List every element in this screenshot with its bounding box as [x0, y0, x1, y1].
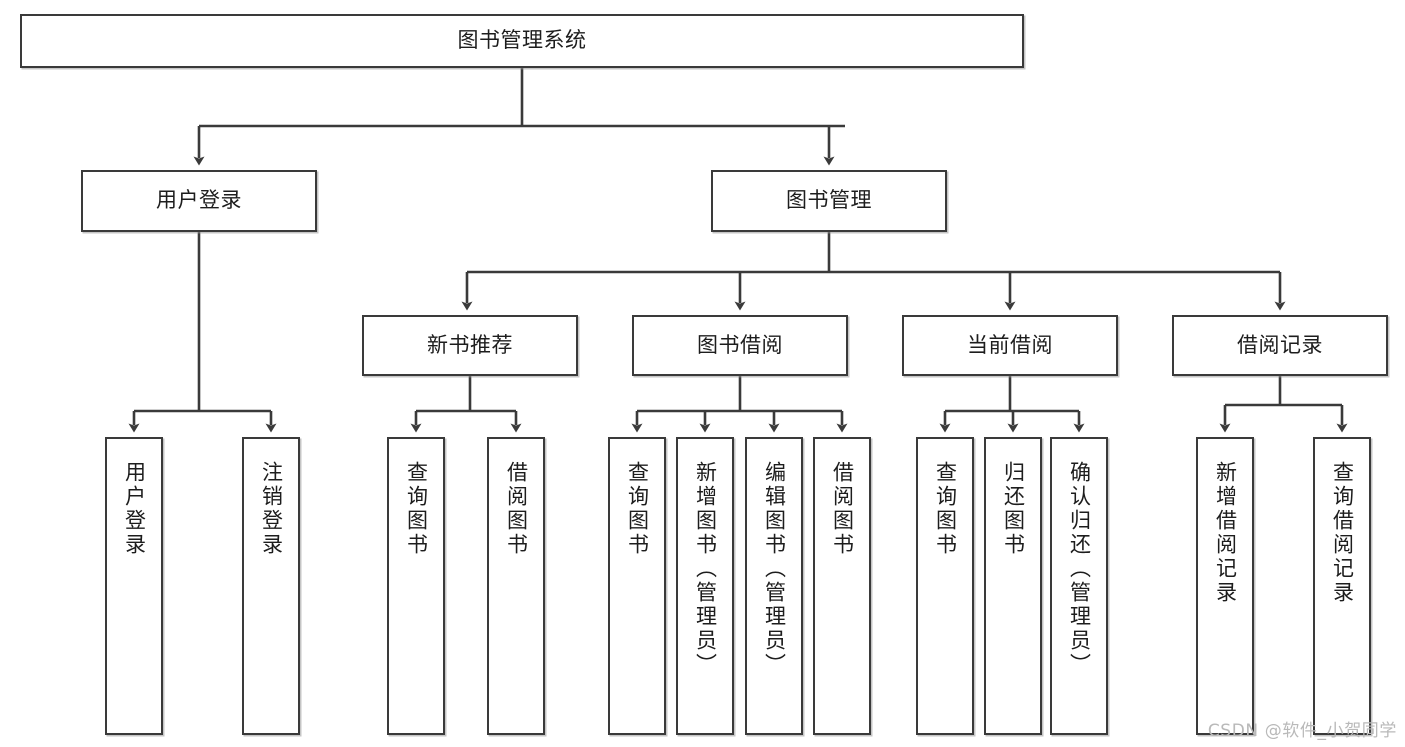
edges-borrowrecord-to-leaves	[1219, 376, 1348, 433]
edges-bookborrow-to-leaves	[631, 376, 848, 433]
node-book-manage[interactable]: 图书管理	[711, 170, 947, 232]
node-leaf-add-record-label: 新增借阅记录	[1213, 461, 1238, 605]
edges-newbookrec-to-leaves	[410, 376, 522, 433]
node-leaf-user-login[interactable]: 用户登录	[105, 437, 163, 735]
node-current-borrow-label: 当前借阅	[967, 332, 1053, 357]
node-borrow-record-label: 借阅记录	[1237, 332, 1323, 357]
node-leaf-confirm-return[interactable]: 确认归还（管理员）	[1050, 437, 1108, 735]
node-leaf-add-record[interactable]: 新增借阅记录	[1196, 437, 1254, 735]
node-new-book-rec-label: 新书推荐	[427, 332, 513, 357]
node-leaf-borrow-book-1[interactable]: 借阅图书	[487, 437, 545, 735]
watermark-text: CSDN @软件_小贺同学	[1207, 721, 1397, 741]
node-leaf-query-book-1-label: 查询图书	[404, 461, 429, 557]
edges-currentborrow-to-leaves	[939, 376, 1085, 433]
edges-bookmanage-to-level3	[461, 232, 1286, 311]
node-user-login[interactable]: 用户登录	[81, 170, 317, 232]
node-leaf-return-book[interactable]: 归还图书	[984, 437, 1042, 735]
node-book-borrow[interactable]: 图书借阅	[632, 315, 848, 376]
node-root-label: 图书管理系统	[457, 28, 587, 53]
node-leaf-query-book-2-label: 查询图书	[625, 461, 650, 557]
node-borrow-record[interactable]: 借阅记录	[1172, 315, 1388, 376]
node-book-borrow-label: 图书借阅	[697, 332, 783, 357]
node-leaf-add-book[interactable]: 新增图书（管理员）	[676, 437, 734, 735]
node-leaf-user-login-label: 用户登录	[122, 461, 147, 557]
node-leaf-edit-book-label: 编辑图书（管理员）	[762, 461, 787, 677]
node-leaf-return-book-label: 归还图书	[1001, 461, 1026, 557]
node-leaf-query-book-3[interactable]: 查询图书	[916, 437, 974, 735]
node-current-borrow[interactable]: 当前借阅	[902, 315, 1118, 376]
node-leaf-edit-book[interactable]: 编辑图书（管理员）	[745, 437, 803, 735]
node-leaf-query-record[interactable]: 查询借阅记录	[1313, 437, 1371, 735]
node-leaf-add-book-label: 新增图书（管理员）	[693, 461, 718, 677]
node-leaf-confirm-return-label: 确认归还（管理员）	[1067, 461, 1092, 677]
node-leaf-user-logout[interactable]: 注销登录	[242, 437, 300, 735]
edges-root-to-level2	[193, 68, 845, 166]
node-leaf-query-book-3-label: 查询图书	[933, 461, 958, 557]
node-leaf-query-book-2[interactable]: 查询图书	[608, 437, 666, 735]
node-user-login-label: 用户登录	[156, 188, 242, 213]
node-book-manage-label: 图书管理	[786, 188, 872, 213]
node-leaf-borrow-book-2[interactable]: 借阅图书	[813, 437, 871, 735]
node-new-book-rec[interactable]: 新书推荐	[362, 315, 578, 376]
node-root[interactable]: 图书管理系统	[20, 14, 1024, 68]
edges-userlogin-to-leaves	[128, 232, 277, 433]
node-leaf-query-book-1[interactable]: 查询图书	[387, 437, 445, 735]
node-leaf-query-record-label: 查询借阅记录	[1330, 461, 1355, 605]
node-leaf-borrow-book-2-label: 借阅图书	[830, 461, 855, 557]
node-leaf-borrow-book-1-label: 借阅图书	[504, 461, 529, 557]
node-leaf-user-logout-label: 注销登录	[259, 461, 284, 557]
